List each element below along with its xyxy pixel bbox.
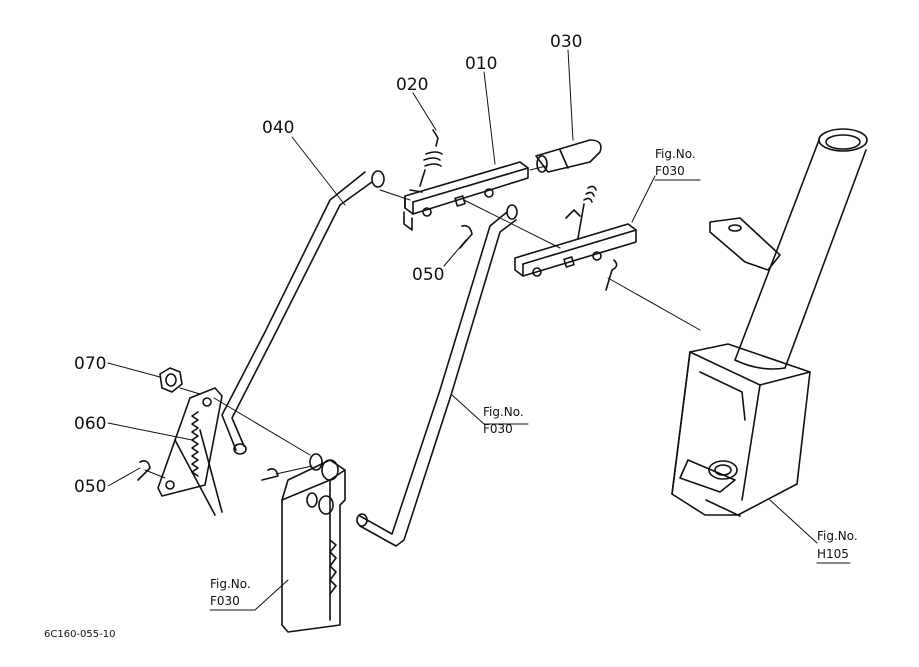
label-part-010: 010 [465, 54, 497, 74]
leader-lines [107, 49, 851, 611]
fig-ref-h105-line2: H105 [817, 547, 849, 561]
spring-020 [419, 129, 443, 187]
drawing-code: 6C160-055-10 [44, 629, 115, 640]
fig-ref-f030-mid-line2: F030 [483, 422, 513, 436]
label-part-050-upper: 050 [412, 265, 444, 285]
lever-bracket [281, 453, 346, 633]
fig-ref-h105-line1: Fig.No. [817, 529, 858, 543]
label-part-050-lower: 050 [74, 477, 106, 497]
split-pins-050 [137, 224, 473, 481]
label-part-040: 040 [262, 118, 294, 138]
link-plate-right [514, 185, 637, 291]
steering-column-bracket [671, 128, 868, 517]
assembly-lines [144, 165, 701, 479]
figure-refs: Fig.No. F030 Fig.No. F030 Fig.No. F030 F… [210, 147, 858, 608]
rod-f030-middle [356, 204, 518, 547]
nut-070 [159, 367, 183, 393]
fig-ref-f030-bottom-line1: Fig.No. [210, 577, 251, 591]
knob-030 [535, 139, 602, 173]
label-part-030: 030 [550, 32, 582, 52]
part-labels: 020 010 030 040 050 070 060 050 [74, 32, 582, 497]
fig-ref-f030-mid-line1: Fig.No. [483, 405, 524, 419]
rod-040 [221, 170, 385, 455]
fig-ref-f030-top-line1: Fig.No. [655, 147, 696, 161]
fig-ref-f030-bottom-line2: F030 [210, 594, 240, 608]
label-part-070: 070 [74, 354, 106, 374]
label-part-020: 020 [396, 75, 428, 95]
fig-ref-f030-top-line2: F030 [655, 164, 685, 178]
label-part-060: 060 [74, 414, 106, 434]
spring-060 [191, 411, 199, 477]
link-plate-010 [403, 161, 529, 231]
notched-plate [157, 387, 223, 516]
